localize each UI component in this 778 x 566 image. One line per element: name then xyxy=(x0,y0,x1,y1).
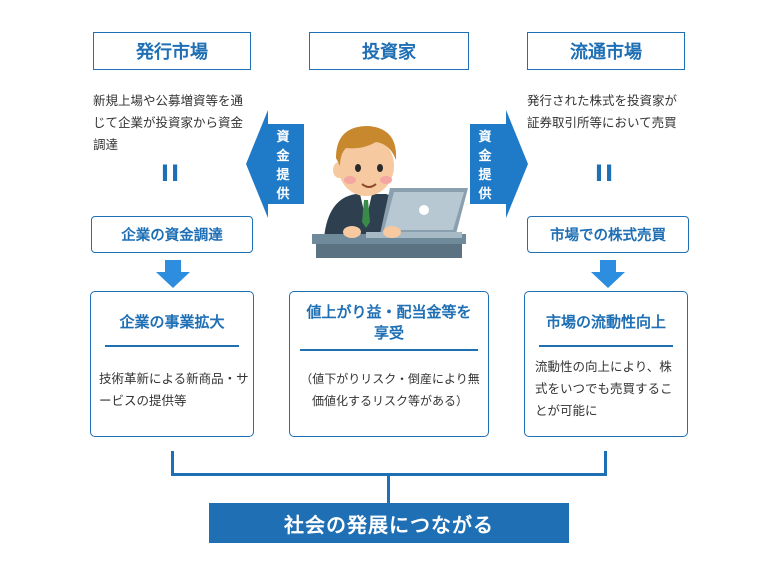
connector-right-vertical xyxy=(604,451,607,475)
equals-mark-right: II xyxy=(594,162,616,187)
connector-center-vertical xyxy=(387,473,390,503)
corporate-fundraising-box: 企業の資金調達 xyxy=(91,216,253,253)
business-expansion-card: 企業の事業拡大 技術革新による新商品・サービスの提供等 xyxy=(90,291,254,437)
down-arrow-left xyxy=(156,260,190,288)
card-divider xyxy=(105,345,239,347)
down-arrow-right xyxy=(591,260,625,288)
secondary-market-description: 発行された株式を投資家が証券取引所等において売買 xyxy=(527,93,678,130)
investor-laptop-illustration xyxy=(312,126,468,258)
card-divider xyxy=(539,345,673,347)
social-development-banner: 社会の発展につながる xyxy=(209,503,569,543)
business-expansion-title: 企業の事業拡大 xyxy=(119,313,225,331)
business-expansion-text: 技術革新による新商品・サービスの提供等 xyxy=(99,371,249,408)
fund-supply-label-left: 資金提供 xyxy=(276,130,290,202)
investor-benefit-card: 値上がり益・配当金等を享受 （値下がりリスク・倒産により無価値化するリスク等があ… xyxy=(289,291,489,437)
connector-left-vertical xyxy=(171,451,174,475)
liquidity-text: 流動性の向上により、株式をいつでも売買することが可能に xyxy=(535,359,673,418)
liquidity-card: 市場の流動性向上 流動性の向上により、株式をいつでも売買することが可能に xyxy=(524,291,688,437)
equals-mark-left: II xyxy=(160,162,182,187)
fund-supply-arrow-right xyxy=(470,110,528,218)
investor-risk-text: （値下がりリスク・倒産により無価値化するリスク等がある） xyxy=(300,372,480,408)
investor-benefit-title: 値上がり益・配当金等を享受 xyxy=(306,303,472,342)
liquidity-title: 市場の流動性向上 xyxy=(545,313,666,331)
card-divider xyxy=(300,349,478,351)
primary-market-description: 新規上場や公募増資等を通じて企業が投資家から資金調達 xyxy=(93,93,244,152)
fund-supply-label-right: 資金提供 xyxy=(478,130,492,202)
fund-supply-arrow-left xyxy=(246,110,304,218)
title-investor: 投資家 xyxy=(309,32,469,70)
title-primary-market: 発行市場 xyxy=(93,32,251,70)
title-secondary-market: 流通市場 xyxy=(527,32,685,70)
market-stock-trading-box: 市場での株式売買 xyxy=(527,216,689,253)
